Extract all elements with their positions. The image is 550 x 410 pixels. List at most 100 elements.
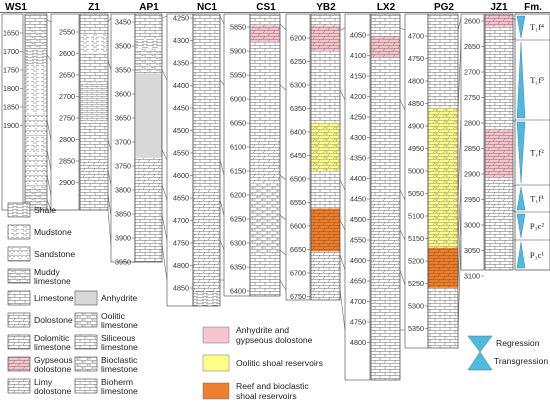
lithology-band (485, 26, 513, 130)
depth-label: 4750 (408, 54, 424, 63)
legend-swatch (7, 246, 31, 262)
depth-label: 2650 (59, 71, 75, 80)
regression-label: Regression (496, 338, 540, 348)
legend-swatch (74, 334, 98, 350)
lithology-band (135, 48, 162, 74)
well-name-jz1: JZ1 (490, 2, 508, 13)
facies-label: Oolitic shoal reservoirs (236, 358, 323, 368)
depth-label: 1750 (3, 66, 19, 75)
depth-track (460, 13, 485, 271)
depth-label: 6350 (230, 263, 246, 272)
lithology-band (250, 25, 280, 43)
depth-label: 5850 (230, 23, 246, 32)
depth-label: 5000 (408, 167, 424, 176)
lithology-column (79, 13, 109, 211)
legend-swatch (7, 356, 31, 372)
depth-label: 5900 (230, 47, 246, 56)
depth-label: 2600 (464, 17, 480, 26)
legend-swatch (7, 378, 31, 394)
depth-label: 6250 (230, 215, 246, 224)
depth-label: 4500 (350, 215, 366, 224)
facies-label: gypseous dolostone (236, 335, 313, 345)
depth-label: 2850 (464, 144, 480, 153)
legend-label: Gypseous (34, 355, 73, 365)
depth-label: 3100 (464, 272, 480, 281)
well-name-cs1: CS1 (256, 2, 276, 13)
depth-label: 2900 (464, 170, 480, 179)
legend-dolostone: Dolostone (7, 312, 73, 328)
lithology-band (250, 14, 280, 26)
cycle-legend: Regression Transgression (467, 335, 548, 371)
legend-swatch (7, 224, 31, 240)
well-pg2: 4700475048004850490049505000505051005150… (404, 13, 459, 349)
depth-label: 6350 (290, 104, 306, 113)
legend-label: Dolomitic (34, 333, 70, 343)
facies-label: Anhydrite and (236, 325, 289, 335)
well-columns: 1650170017501800185019002550260026502700… (1, 13, 514, 381)
depth-label: 2600 (59, 49, 75, 58)
well-name-lx2: LX2 (377, 2, 396, 13)
depth-label: 2550 (59, 28, 75, 37)
depth-label: 3050 (464, 246, 480, 255)
depth-label: 3650 (115, 114, 131, 123)
lithology-band (485, 218, 513, 270)
legend-label: Bioclastic (101, 355, 138, 365)
depth-label: 1850 (3, 103, 19, 112)
legend-swatch (7, 312, 31, 328)
depth-label: 6750 (290, 292, 306, 301)
facies-swatch (202, 354, 230, 372)
lithology-band (25, 112, 47, 136)
lithology-band (428, 287, 458, 348)
lithology-band (80, 161, 108, 181)
formation-header: Fm. (524, 2, 542, 13)
lithology-band (193, 189, 220, 292)
legend-label: limestone (101, 342, 138, 352)
well-name-ws1: WS1 (5, 2, 27, 13)
depth-track (110, 13, 136, 263)
legend-label: limestone (101, 386, 138, 396)
legend-label: Dolostone (34, 315, 73, 325)
depth-label: 6400 (230, 287, 246, 296)
lithology-legend: ShaleMudstoneSandstoneMuddylimestoneLime… (7, 202, 138, 396)
depth-label: 4800 (350, 338, 366, 347)
lithology-band (371, 14, 400, 36)
depth-track (166, 13, 194, 307)
depth-label: 4850 (173, 284, 189, 293)
depth-label: 4100 (350, 51, 366, 60)
legend-label: Siliceous (101, 333, 135, 343)
lithology-band (311, 251, 340, 300)
well-nc1: 4250430043504400445045004550460046504700… (166, 13, 221, 307)
depth-label: 4400 (173, 81, 189, 90)
transgression-label: Transgression (494, 356, 548, 366)
lithology-band (135, 73, 162, 158)
depth-label: 4300 (173, 36, 189, 45)
depth-label: 6700 (290, 269, 306, 278)
depth-label: 4400 (350, 174, 366, 183)
formation-label: T₁f² (530, 148, 544, 158)
well-name-z1: Z1 (88, 2, 100, 13)
lithology-band (25, 135, 47, 152)
depth-label: 6150 (230, 167, 246, 176)
lithology-band (311, 25, 340, 52)
depth-label: 6100 (230, 143, 246, 152)
depth-label: 4700 (173, 216, 189, 225)
transgression-symbol (467, 351, 493, 371)
lithology-band (311, 171, 340, 209)
depth-label: 6000 (230, 95, 246, 104)
depth-label: 2900 (59, 178, 75, 187)
depth-label: 4050 (350, 31, 366, 40)
depth-label: 4900 (408, 122, 424, 131)
depth-label: 3550 (115, 66, 131, 75)
lithology-band (311, 51, 340, 123)
depth-label: 2800 (59, 135, 75, 144)
depth-track (404, 13, 429, 349)
depth-track (223, 13, 251, 297)
lithology-band (135, 14, 162, 39)
